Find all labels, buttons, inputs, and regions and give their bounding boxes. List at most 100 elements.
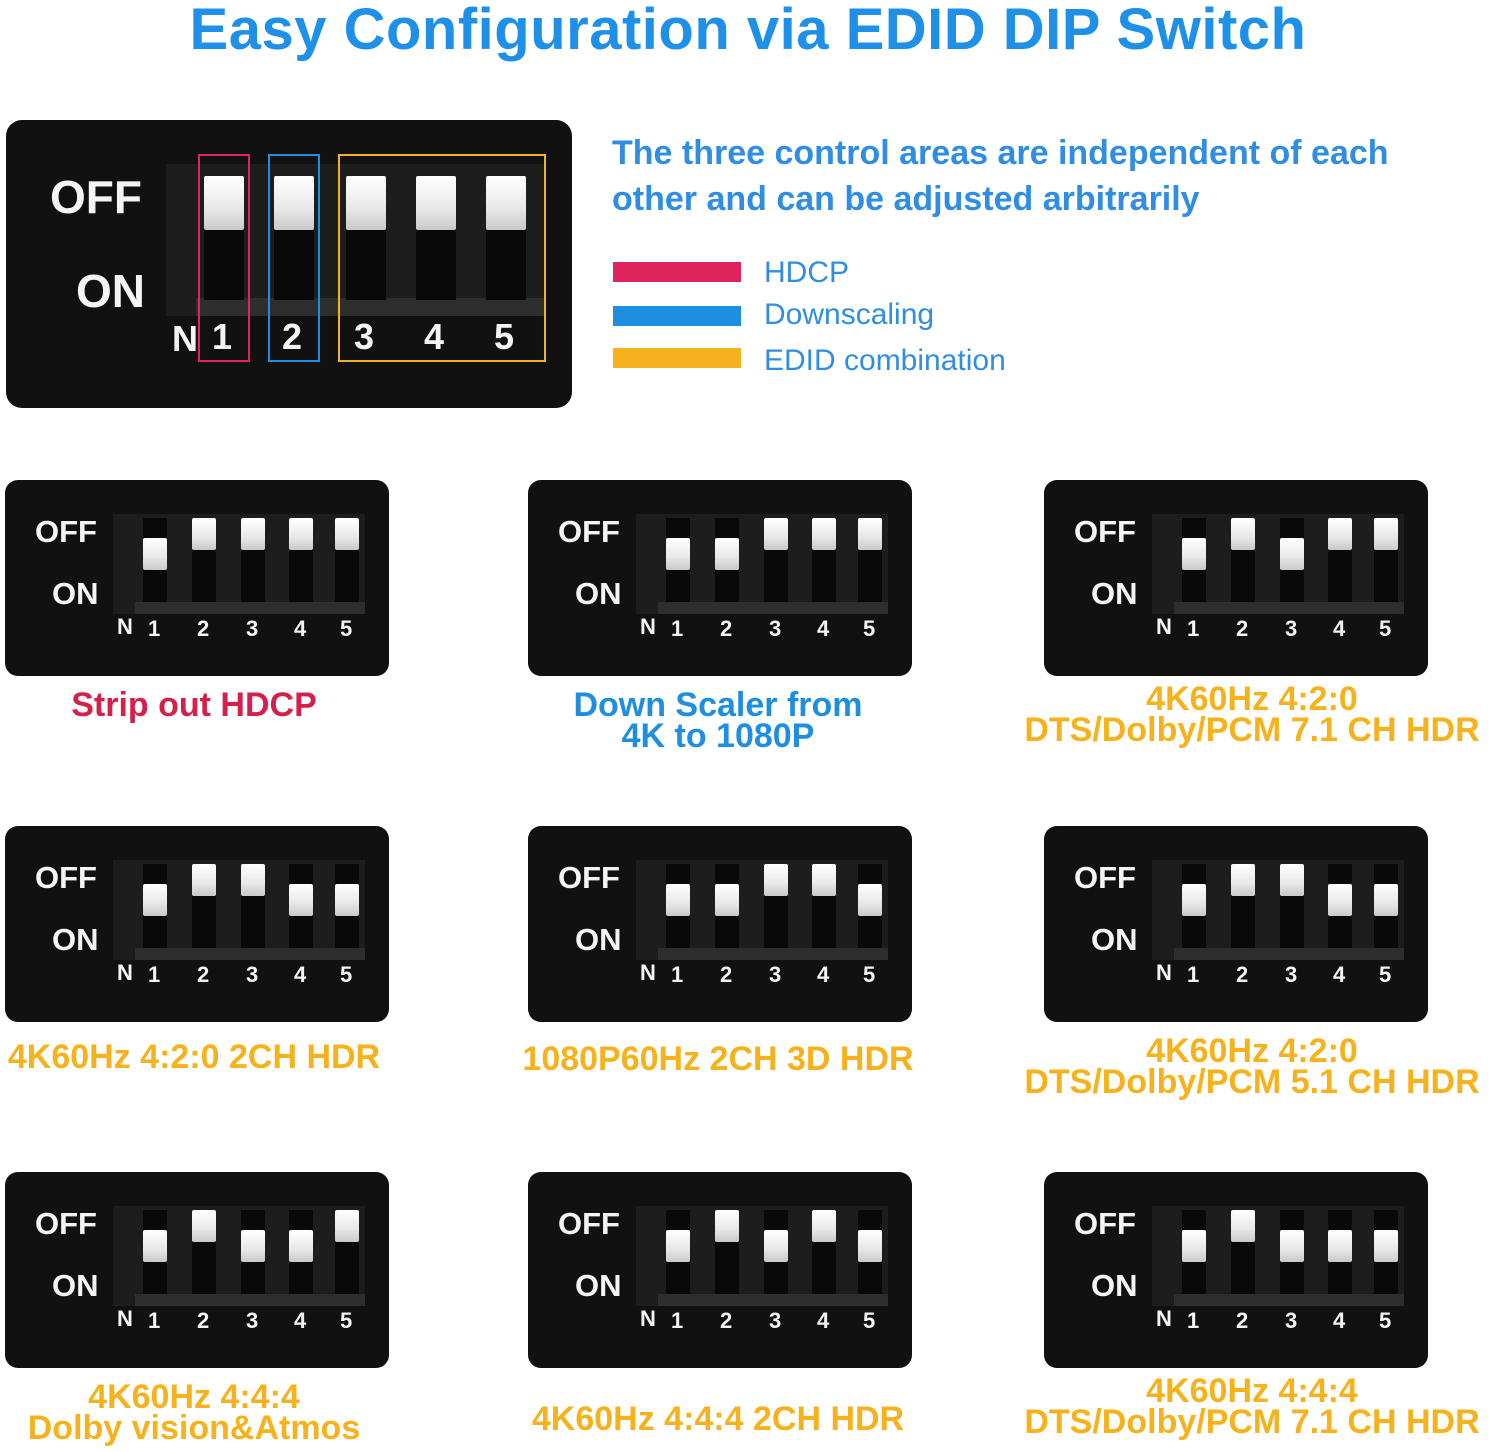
- switch-number-5: 5: [863, 962, 876, 987]
- switch-knob-3: [764, 518, 788, 550]
- switch-number-5: 5: [340, 1308, 353, 1333]
- switch-ledge: [135, 602, 365, 614]
- switch-number-2: 2: [197, 1308, 210, 1333]
- switch-ledge: [658, 948, 888, 960]
- dip-switch-config-7: OFFONON12345: [5, 1172, 389, 1368]
- on-side-n: N: [1156, 614, 1172, 639]
- caption-line: 4K60Hz 4:2:0: [1146, 1032, 1358, 1070]
- switch-knob-3: [241, 864, 265, 896]
- switch-number-3: 3: [246, 1308, 259, 1333]
- legend-swatch-edid: [613, 348, 741, 368]
- off-label: OFF: [1074, 514, 1136, 549]
- off-label: OFF: [558, 860, 620, 895]
- on-side-n: N: [1156, 1306, 1172, 1331]
- switch-knob-5: [335, 1210, 359, 1242]
- main-switch-number-4: 4: [424, 316, 445, 357]
- switch-number-1: 1: [1187, 616, 1200, 641]
- switch-number-3: 3: [769, 616, 782, 641]
- legend-swatch-hdcp: [613, 262, 741, 282]
- on-label: ON: [575, 922, 622, 957]
- config-caption-5: 1080P60Hz 2CH 3D HDR: [468, 1042, 968, 1076]
- switch-knob-2: [1231, 864, 1255, 896]
- switch-knob-3: [1280, 1230, 1304, 1262]
- switch-knob-5: [1374, 1230, 1398, 1262]
- off-label: OFF: [35, 1206, 97, 1241]
- switch-ledge: [1174, 1294, 1404, 1306]
- switch-number-1: 1: [671, 616, 684, 641]
- switch-number-4: 4: [294, 616, 307, 641]
- main-switch-number-3: 3: [354, 316, 375, 357]
- switch-number-1: 1: [148, 962, 161, 987]
- switch-number-2: 2: [197, 616, 210, 641]
- main-switch-number-1: 1: [212, 316, 233, 357]
- switch-knob-1: [143, 1230, 167, 1262]
- switch-number-1: 1: [148, 616, 161, 641]
- on-side-n: N: [172, 318, 198, 359]
- on-side-n: N: [117, 614, 133, 639]
- switch-number-4: 4: [294, 962, 307, 987]
- switch-number-2: 2: [720, 1308, 733, 1333]
- switch-knob-4: [1328, 884, 1352, 916]
- switch-number-4: 4: [817, 1308, 830, 1333]
- switch-number-2: 2: [1236, 962, 1249, 987]
- main-switch-knob-5: [486, 176, 526, 230]
- caption-line: 4K60Hz 4:2:0 2CH HDR: [7, 1038, 381, 1076]
- dip-switch-config-8: OFFONON12345: [528, 1172, 912, 1368]
- switch-knob-4: [812, 864, 836, 896]
- switch-knob-5: [1374, 884, 1398, 916]
- switch-number-2: 2: [720, 962, 733, 987]
- switch-knob-4: [1328, 518, 1352, 550]
- legend-swatch-downscaling: [613, 306, 741, 326]
- switch-number-3: 3: [246, 962, 259, 987]
- switch-number-4: 4: [294, 1308, 307, 1333]
- caption-line: 4K60Hz 4:4:4 2CH HDR: [531, 1400, 905, 1438]
- switch-ledge: [135, 948, 365, 960]
- switch-knob-4: [812, 518, 836, 550]
- switch-knob-5: [1374, 518, 1398, 550]
- switch-number-1: 1: [1187, 1308, 1200, 1333]
- on-label: ON: [1091, 922, 1138, 957]
- dip-switch-config-4: OFFONON12345: [5, 826, 389, 1022]
- downscaling-highlight: [268, 154, 320, 362]
- on-label: ON: [575, 576, 622, 611]
- switch-knob-2: [1231, 1210, 1255, 1242]
- page-title: Easy Configuration via EDID DIP Switch: [189, 0, 1307, 62]
- main-switch-knob-4: [416, 176, 456, 230]
- dip-switch-config-1: OFFONON12345: [5, 480, 389, 676]
- switch-number-3: 3: [769, 962, 782, 987]
- switch-knob-1: [1182, 538, 1206, 570]
- dip-switch-config-2: OFFONON12345: [528, 480, 912, 676]
- on-label: ON: [76, 265, 145, 317]
- switch-number-3: 3: [769, 1308, 782, 1333]
- switch-knob-4: [1328, 1230, 1352, 1262]
- switch-number-4: 4: [817, 616, 830, 641]
- caption-line: DTS/Dolby/PCM 5.1 CH HDR: [1024, 1063, 1480, 1101]
- on-label: ON: [52, 576, 99, 611]
- config-caption-1: Strip out HDCP: [0, 688, 444, 722]
- switch-knob-2: [192, 1210, 216, 1242]
- switch-knob-3: [764, 1230, 788, 1262]
- switch-ledge: [135, 1294, 365, 1306]
- main-switch-knob-1: [204, 176, 244, 230]
- switch-ledge: [658, 1294, 888, 1306]
- switch-number-5: 5: [340, 616, 353, 641]
- on-label: ON: [575, 1268, 622, 1303]
- main-switch-knob-3: [346, 176, 386, 230]
- on-label: ON: [52, 922, 99, 957]
- edid-highlight: [338, 154, 546, 362]
- caption-line: Down Scaler from: [573, 686, 863, 724]
- switch-number-3: 3: [1285, 962, 1298, 987]
- switch-knob-2: [715, 884, 739, 916]
- on-side-n: N: [640, 960, 656, 985]
- hdcp-highlight: [198, 154, 250, 362]
- off-label: OFF: [35, 514, 97, 549]
- on-label: ON: [52, 1268, 99, 1303]
- switch-number-2: 2: [1236, 1308, 1249, 1333]
- switch-number-3: 3: [1285, 1308, 1298, 1333]
- caption-line: Dolby vision&Atmos: [27, 1409, 361, 1447]
